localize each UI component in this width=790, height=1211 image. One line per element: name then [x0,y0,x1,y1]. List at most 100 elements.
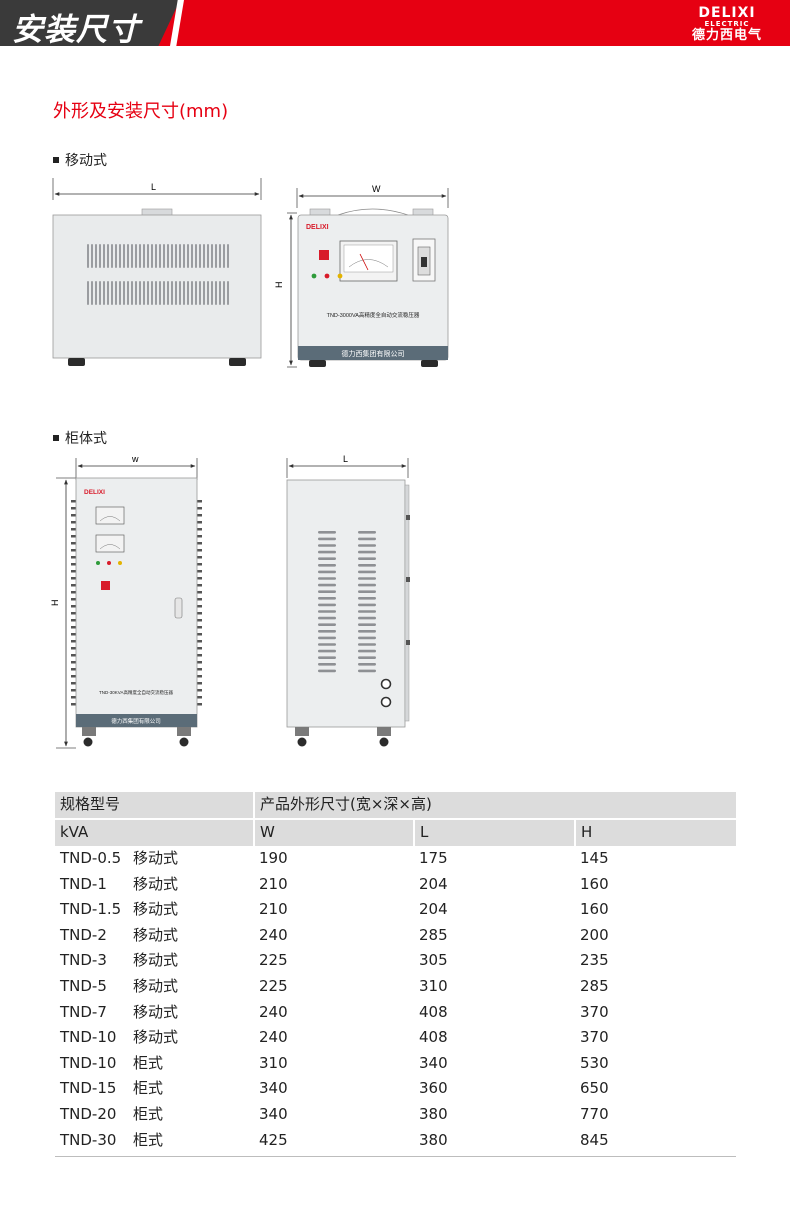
section-title: 外形及安装尺寸(mm) [53,101,229,122]
cell-l: 305 [419,951,448,970]
cell-l: 175 [419,849,448,867]
mobile-company: 德力西集团有限公司 [342,349,405,358]
cell-model: TND-1 移动式 [55,872,254,898]
model-type: 柜式 [133,1104,164,1123]
table-row: TND-20 柜式 340 380 770 [55,1102,736,1128]
brand-logo: DELIXI ELECTRIC 德力西电气 [692,6,762,42]
header-dimensions: 产品外形尺寸(宽×深×高) [253,792,736,819]
mobile-side-view: L [52,178,262,366]
cell-h: 370 [580,1002,609,1021]
cell-model: TND-7 移动式 [55,1000,254,1026]
mobile-dim-w: W [372,184,381,194]
subsection-cabinet-label: 柜体式 [65,431,107,447]
mobile-panel-brand: DELIXI [306,224,329,231]
cabinet-panel-brand: DELIXI [84,489,105,496]
cell-l: 380 [419,1104,448,1123]
cell-w: 240 [259,1028,288,1047]
model-name: TND-7 [60,1002,107,1021]
model-name: TND-1.5 [60,900,122,919]
table-row: TND-7 移动式 240 408 370 [55,1000,736,1026]
model-type: 移动式 [133,951,179,970]
mobile-front-view: W H 德力西集团有限公司 DELIXI TND-3000VA高精度全自动交流稳… [274,184,449,368]
cell-l: 380 [419,1130,448,1149]
cell-w: 340 [259,1104,288,1123]
model-name: TND-10 [60,1028,117,1047]
table-header-row-1: 规格型号 产品外形尺寸(宽×深×高) [55,792,736,819]
logo-name: DELIXI [698,5,756,21]
cell-h: 285 [580,976,609,995]
cell-l: 360 [419,1079,448,1098]
dimension-drawings: L W H 德力西集团有限公司 DELIXI TND-300 [50,178,449,749]
cell-h: 770 [580,1104,609,1123]
cell-l: 408 [419,1002,448,1021]
mobile-model-text: TND-3000VA高精度全自动交流稳压器 [327,311,420,319]
cell-h: 530 [580,1053,609,1072]
cell-w: 210 [259,874,288,893]
subsection-mobile-label: 移动式 [65,153,107,169]
cell-w: 225 [259,976,288,995]
model-type: 移动式 [133,900,179,919]
model-name: TND-2 [60,925,107,944]
header-model: 规格型号 [55,792,254,819]
cell-h: 650 [580,1079,609,1098]
vent-slots-top [87,244,229,268]
subsection-cabinet: 柜体式 [53,428,107,448]
header-banner: 安装尺寸 DELIXI ELECTRIC 德力西电气 [0,0,790,48]
cell-w: 240 [259,1002,288,1021]
cell-h: 845 [580,1130,609,1149]
model-type: 柜式 [133,1079,164,1098]
cabinet-side-view: L [286,454,410,747]
model-name: TND-10 [60,1053,117,1072]
banner-title-block [0,0,180,46]
model-name: TND-1 [60,874,107,893]
model-type: 移动式 [133,1002,179,1021]
cell-l: 285 [419,925,448,944]
cabinet-dim-l: L [343,454,348,464]
subsection-mobile: 移动式 [53,150,107,170]
table-row: TND-30 柜式 425 380 845 [55,1128,736,1154]
model-type: 移动式 [133,874,179,893]
cabinet-dim-h: H [50,600,60,607]
cell-model: TND-10 柜式 [55,1051,254,1077]
cell-w: 340 [259,1079,288,1098]
cell-h: 370 [580,1028,609,1047]
table-bottom-rule [55,1156,736,1157]
logo-cn: 德力西电气 [691,28,762,43]
vent-slots-bottom [87,281,229,305]
header-kva: kVA [55,818,254,846]
cabinet-front-view: w H 德力西集团有限公司 DELIXI TND-30KVA高精度全自动交流稳压… [50,454,202,749]
cell-l: 340 [419,1053,448,1072]
cabinet-vent-slots [318,531,376,673]
cell-h: 235 [580,951,609,970]
cabinet-side-ribs-left [71,500,76,706]
cell-w: 425 [259,1130,288,1149]
model-type: 柜式 [133,1130,164,1149]
model-type: 移动式 [133,1028,179,1047]
cell-h: 200 [580,925,609,944]
cell-model: TND-20 柜式 [55,1102,254,1128]
model-type: 柜式 [133,1053,164,1072]
model-type: 移动式 [133,976,179,995]
model-name: TND-0.5 [60,849,122,867]
header-h: H [574,818,736,846]
bullet-square-icon [53,157,59,163]
model-name: TND-20 [60,1104,117,1123]
model-name: TND-30 [60,1130,117,1149]
cell-w: 210 [259,900,288,919]
cell-l: 204 [419,900,448,919]
